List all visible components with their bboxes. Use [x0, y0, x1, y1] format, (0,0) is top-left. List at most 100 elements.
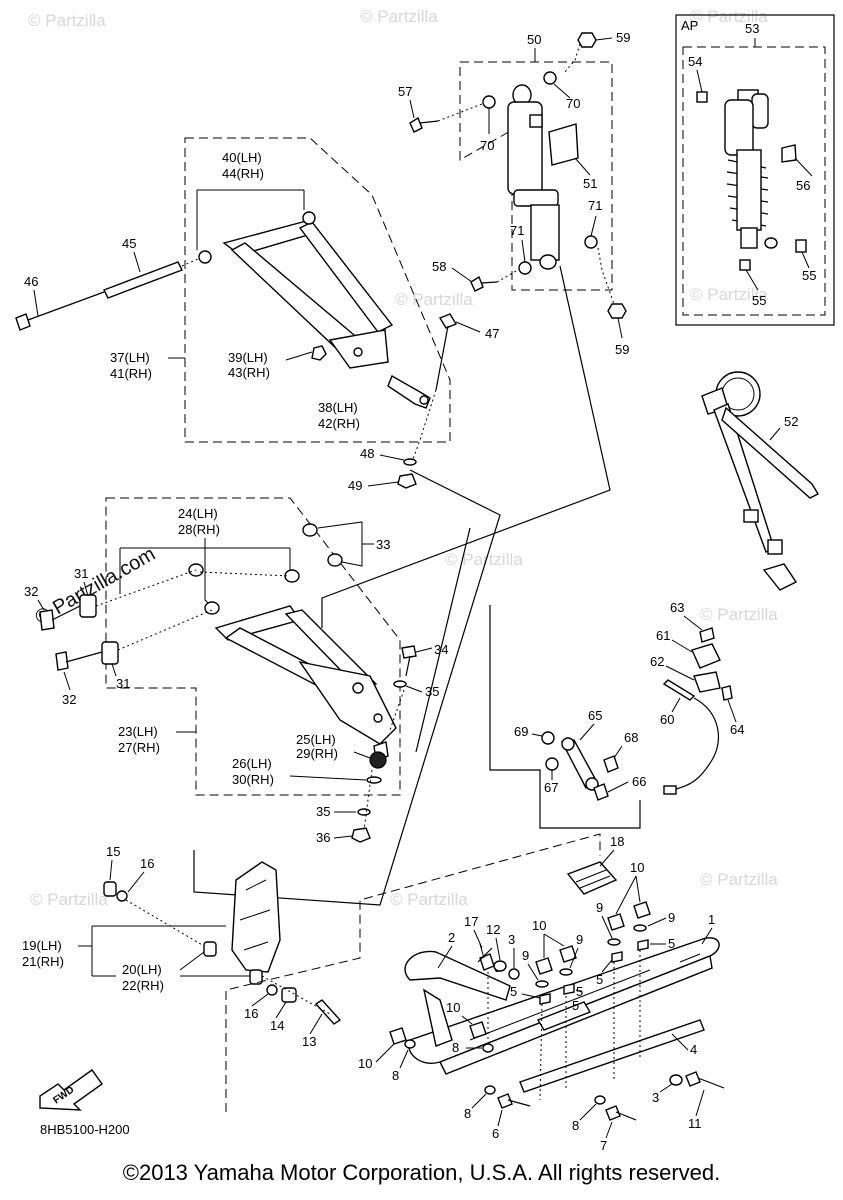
upper-arm-group: 40(LH) 44(RH) 45 46 37(LH) 41(RH) 39(LH)…	[15, 137, 499, 493]
nut-10	[607, 913, 625, 931]
part-37-label: 37(LH)	[110, 350, 150, 365]
part-56-label: 56	[796, 178, 810, 193]
ap-shock-absorber	[724, 89, 778, 249]
fwd-arrow: FWD	[39, 1069, 103, 1111]
watermark: © Partzilla	[390, 890, 468, 909]
part-14-label: 14	[270, 1018, 284, 1033]
bolt-57	[409, 116, 423, 133]
washer-16	[116, 890, 128, 902]
washer-8	[482, 1043, 494, 1053]
part-35-label: 35	[316, 804, 330, 819]
nut-39	[311, 345, 327, 361]
part-23-label: 23(LH)	[118, 724, 158, 739]
gauge-tool-52: 52	[701, 371, 819, 591]
part-3-label: 3	[652, 1090, 659, 1105]
nut-17	[479, 953, 495, 971]
part-17-label: 17	[464, 914, 478, 929]
collar-3	[669, 1074, 683, 1086]
bolt-66	[593, 783, 609, 801]
part-22-label: 22(RH)	[122, 978, 164, 993]
bolt-63	[699, 627, 715, 643]
part-9-label: 9	[576, 932, 583, 947]
part-2-label: 2	[448, 930, 455, 945]
lower-arm-group: 24(LH) 28(RH) 33 31 31 32	[24, 497, 448, 845]
watermark: © Partzilla	[700, 870, 778, 889]
part-51-label: 51	[583, 176, 597, 191]
part-67-label: 67	[544, 780, 558, 795]
part-11-label: 11	[688, 1116, 702, 1131]
tie-rod-group: 63 61 62 64 60 65 69 68 67 66	[514, 600, 744, 801]
part-71-label: 71	[588, 198, 602, 213]
part-52-label: 52	[784, 414, 798, 429]
part-55-label: 55	[802, 268, 816, 283]
part-69-label: 69	[514, 724, 528, 739]
watermark: © Partzilla	[690, 285, 768, 304]
part-3-label: 3	[508, 932, 515, 947]
collar-20	[203, 941, 217, 957]
stopper-18	[566, 861, 618, 895]
bushing-33	[327, 553, 343, 567]
shock-absorber	[507, 84, 560, 270]
part-53-label: 53	[745, 21, 759, 36]
part-63-label: 63	[670, 600, 684, 615]
bushing-40	[302, 211, 316, 225]
part-16-label: 16	[244, 1006, 258, 1021]
watermark: © Partzilla	[30, 890, 108, 909]
washer-8	[594, 1095, 606, 1105]
bushing-24	[302, 523, 318, 537]
part-46-label: 46	[24, 274, 38, 289]
washer-8	[484, 1085, 496, 1095]
part-1-label: 1	[708, 912, 715, 927]
part-32-label: 32	[24, 584, 38, 599]
collar-71	[584, 235, 598, 249]
ball-joint-25	[369, 751, 387, 769]
part-18-label: 18	[610, 834, 624, 849]
part-42-label: 42(RH)	[318, 416, 360, 431]
ap-label: AP	[681, 18, 698, 33]
part-49-label: 49	[348, 478, 362, 493]
cable-60	[662, 679, 696, 701]
collar-3	[508, 968, 520, 980]
part-16-label: 16	[140, 856, 154, 871]
collar-55	[739, 259, 751, 271]
watermarks: © Partzilla © Partzilla © Partzilla © Pa…	[28, 7, 778, 909]
part-26-label: 26(LH)	[232, 756, 272, 771]
bolt-68	[603, 755, 619, 773]
part-70-label: 70	[480, 138, 494, 153]
watermark: © Partzilla	[395, 290, 473, 309]
collar-71	[518, 261, 532, 275]
shaft-45	[103, 261, 183, 299]
nut-69	[541, 731, 555, 745]
part-33-label: 33	[376, 537, 390, 552]
part-10-label: 10	[358, 1056, 372, 1071]
part-45-label: 45	[122, 236, 136, 251]
part-41-label: 41(RH)	[110, 366, 152, 381]
part-5-label: 5	[596, 972, 603, 987]
bolt-7	[605, 1105, 621, 1121]
watermark: © Partzilla	[700, 605, 778, 624]
shock-group: 50 51 70 70 71 71 59 57	[398, 30, 630, 357]
collar-31	[101, 641, 119, 665]
part-10-label: 10	[630, 860, 644, 875]
part-31-label: 31	[116, 676, 130, 691]
bolt-5	[637, 939, 649, 951]
part-9-label: 9	[596, 900, 603, 915]
washer-26	[366, 776, 382, 784]
bushing-33	[204, 601, 220, 615]
part-40-label: 40(LH)	[222, 150, 262, 165]
protector-56	[781, 144, 797, 163]
bolt-34	[401, 645, 417, 659]
part-20-label: 20(LH)	[122, 962, 162, 977]
watermark: © Partzilla	[28, 11, 106, 30]
nut-10	[633, 901, 651, 919]
part-8-label: 8	[464, 1106, 471, 1121]
part-47-label: 47	[485, 326, 499, 341]
bolt-11	[685, 1071, 701, 1087]
nut-59	[607, 303, 627, 319]
part-68-label: 68	[624, 730, 638, 745]
part-30-label: 30(RH)	[232, 772, 274, 787]
collar-12	[493, 960, 507, 972]
suspension-parts-diagram: © Partzilla © Partzilla © Partzilla © Pa…	[15, 7, 835, 1153]
part-62-label: 62	[650, 654, 664, 669]
washer-16	[266, 984, 278, 996]
